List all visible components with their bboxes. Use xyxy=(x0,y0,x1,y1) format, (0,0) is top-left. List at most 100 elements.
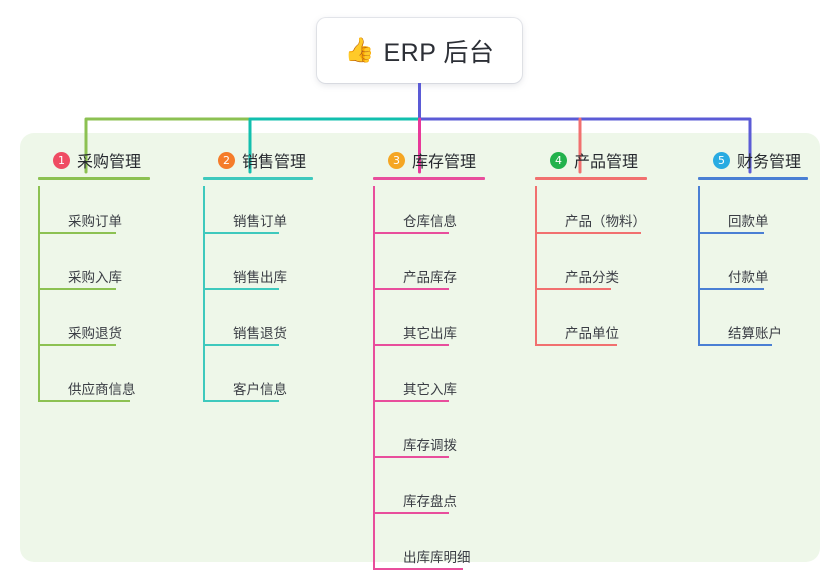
branch-item-label: 仓库信息 xyxy=(403,214,457,229)
branch-item-underline xyxy=(203,288,279,290)
branch-item[interactable]: 采购订单 xyxy=(38,186,188,242)
branch-header[interactable]: 1 采购管理 xyxy=(38,146,188,180)
branch-item-underline xyxy=(698,344,772,346)
branch-title: 财务管理 xyxy=(737,154,802,171)
branch-item-underline xyxy=(535,232,641,234)
branch-underline xyxy=(38,177,150,180)
branch-item-label: 销售订单 xyxy=(233,214,287,229)
root-node[interactable]: 👍 ERP 后台 xyxy=(317,18,522,83)
branch-underline xyxy=(203,177,313,180)
branch-item-underline xyxy=(373,456,449,458)
branch-item-list: 产品（物料） 产品分类产品单位 xyxy=(535,186,685,354)
branch-spine xyxy=(203,186,205,402)
branch-item[interactable]: 其它出库 xyxy=(373,298,523,354)
branch-item-label: 出库库明细 xyxy=(403,550,471,565)
branch-item-underline xyxy=(698,288,764,290)
branch-title: 库存管理 xyxy=(412,154,477,171)
branch-item-label: 其它入库 xyxy=(403,382,457,397)
branch-header[interactable]: 2 销售管理 xyxy=(203,146,353,180)
branch-item-underline xyxy=(373,344,449,346)
branch-header[interactable]: 4 产品管理 xyxy=(535,146,685,180)
branch-underline xyxy=(373,177,485,180)
branch-item-label: 采购入库 xyxy=(68,270,122,285)
branch-column-5: 5 财务管理回款单付款单结算账户 xyxy=(698,146,828,354)
branch-item-label: 回款单 xyxy=(728,214,769,229)
branch-title: 销售管理 xyxy=(242,154,307,171)
branch-header[interactable]: 5 财务管理 xyxy=(698,146,828,180)
branch-item-label: 结算账户 xyxy=(728,326,782,341)
branch-item[interactable]: 采购退货 xyxy=(38,298,188,354)
branch-column-2: 2 销售管理销售订单销售出库销售退货客户信息 xyxy=(203,146,353,410)
branch-item[interactable]: 库存盘点 xyxy=(373,466,523,522)
branch-header[interactable]: 3 库存管理 xyxy=(373,146,523,180)
branch-item-label: 产品（物料） xyxy=(565,214,646,229)
branch-item-label: 产品分类 xyxy=(565,270,619,285)
branch-item[interactable]: 采购入库 xyxy=(38,242,188,298)
branch-item-underline xyxy=(203,344,279,346)
branch-item-underline xyxy=(203,232,279,234)
branch-item-underline xyxy=(38,288,116,290)
branch-number-badge: 1 xyxy=(53,151,70,169)
branch-item-underline xyxy=(535,344,617,346)
branch-item-label: 其它出库 xyxy=(403,326,457,341)
branch-item-list: 采购订单采购入库采购退货供应商信息 xyxy=(38,186,188,410)
branch-item-label: 客户信息 xyxy=(233,382,287,397)
thumbs-up-icon: 👍 xyxy=(344,36,375,64)
branch-item[interactable]: 客户信息 xyxy=(203,354,353,410)
branch-item-label: 库存调拨 xyxy=(403,438,457,453)
branch-item[interactable]: 销售退货 xyxy=(203,298,353,354)
branch-item[interactable]: 其它入库 xyxy=(373,354,523,410)
branch-item[interactable]: 产品分类 xyxy=(535,242,685,298)
branch-number-badge: 2 xyxy=(218,151,235,169)
branch-item-underline xyxy=(203,400,279,402)
branch-item-label: 库存盘点 xyxy=(403,494,457,509)
branch-item[interactable]: 供应商信息 xyxy=(38,354,188,410)
branch-item[interactable]: 产品单位 xyxy=(535,298,685,354)
root-node-title: ERP 后台 xyxy=(383,38,495,67)
branch-item-label: 采购订单 xyxy=(68,214,122,229)
branch-spine xyxy=(373,186,375,570)
branch-item[interactable]: 付款单 xyxy=(698,242,828,298)
branch-item-list: 销售订单销售出库销售退货客户信息 xyxy=(203,186,353,410)
branch-spine xyxy=(535,186,537,346)
branch-item[interactable]: 产品库存 xyxy=(373,242,523,298)
branch-item[interactable]: 产品（物料） xyxy=(535,186,685,242)
branch-item-underline xyxy=(373,400,449,402)
branch-item-underline xyxy=(373,232,449,234)
branch-item-underline xyxy=(38,232,116,234)
branch-number-badge: 4 xyxy=(550,151,567,169)
branch-item[interactable]: 销售出库 xyxy=(203,242,353,298)
branch-item[interactable]: 结算账户 xyxy=(698,298,828,354)
branch-item[interactable]: 销售订单 xyxy=(203,186,353,242)
branch-item-list: 回款单付款单结算账户 xyxy=(698,186,828,354)
branch-item-label: 供应商信息 xyxy=(68,382,136,397)
branch-item-label: 产品库存 xyxy=(403,270,457,285)
branch-item-underline xyxy=(698,232,764,234)
branch-number-badge: 5 xyxy=(713,151,730,169)
branch-item-underline xyxy=(373,568,463,570)
branch-item-label: 产品单位 xyxy=(565,326,619,341)
branch-item-label: 采购退货 xyxy=(68,326,122,341)
branch-title: 产品管理 xyxy=(574,154,639,171)
branch-item-label: 付款单 xyxy=(728,270,769,285)
branch-item[interactable]: 仓库信息 xyxy=(373,186,523,242)
branch-underline xyxy=(535,177,647,180)
branch-item[interactable]: 回款单 xyxy=(698,186,828,242)
branch-item-underline xyxy=(373,288,449,290)
branch-item-underline xyxy=(535,288,611,290)
branch-item[interactable]: 库存调拨 xyxy=(373,410,523,466)
branch-spine xyxy=(38,186,40,402)
branch-item-underline xyxy=(373,512,449,514)
branch-item-label: 销售出库 xyxy=(233,270,287,285)
branch-item-label: 销售退货 xyxy=(233,326,287,341)
branch-item-list: 仓库信息产品库存其它出库其它入库库存调拨库存盘点出库库明细 xyxy=(373,186,523,578)
branch-item-underline xyxy=(38,400,130,402)
branch-spine xyxy=(698,186,700,346)
branch-number-badge: 3 xyxy=(388,151,405,169)
branch-title: 采购管理 xyxy=(77,154,142,171)
branches-panel xyxy=(20,133,820,562)
branch-column-1: 1 采购管理采购订单采购入库采购退货供应商信息 xyxy=(38,146,188,410)
branch-item[interactable]: 出库库明细 xyxy=(373,522,523,578)
branch-column-3: 3 库存管理仓库信息产品库存其它出库其它入库库存调拨库存盘点出库库明细 xyxy=(373,146,523,578)
